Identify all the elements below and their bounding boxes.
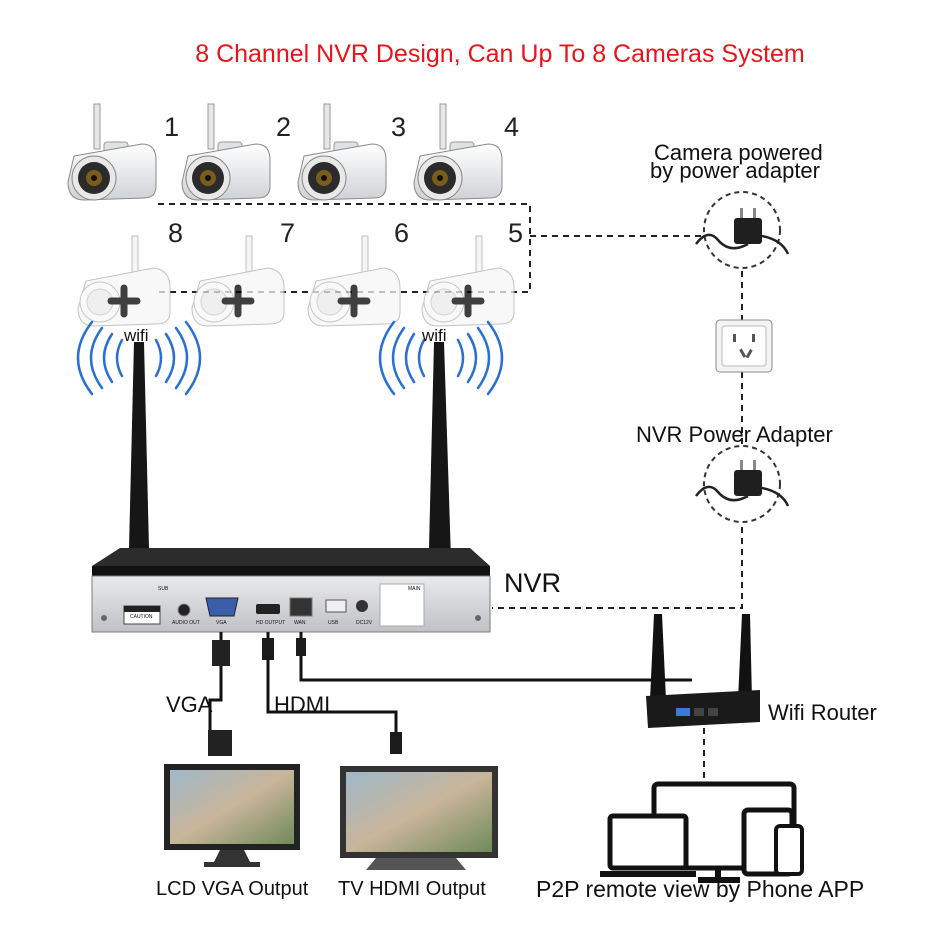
port-vga-label: VGA: [216, 620, 227, 626]
camera-2: [181, 103, 271, 201]
camera-slot-8: [78, 236, 170, 326]
tv-hdmi-output-label: TV HDMI Output: [338, 878, 486, 900]
wall-socket-icon: [715, 319, 773, 373]
camera-number-8: 8: [168, 218, 184, 248]
camera-number-5: 5: [508, 218, 524, 248]
hdmi-cable: [266, 632, 398, 740]
camera-1: [67, 103, 157, 201]
wifi-label-right: wifi: [422, 326, 447, 345]
lcd-monitor-icon: [164, 764, 300, 867]
camera-4: [413, 103, 503, 201]
wifi-router-label: Wifi Router: [768, 700, 877, 725]
nvr-device: [91, 548, 491, 633]
wifi-waves-left-icon: [76, 320, 202, 396]
lcd-vga-output-label: LCD VGA Output: [156, 878, 309, 900]
port-hd-label: HD OUTPUT: [256, 620, 286, 626]
port-audio-label: AUDIO OUT: [172, 620, 200, 626]
camera-power-label-line2: by power adapter: [650, 158, 820, 183]
camera-power-label-line1: Camera powered: [654, 140, 823, 165]
nvr-label: NVR: [504, 568, 562, 598]
hdmi-plug-top: [262, 638, 274, 660]
wifi-router-icon: [646, 614, 760, 728]
antenna-main-label: MAIN: [408, 586, 421, 592]
port-usb-label: USB: [328, 620, 339, 626]
nvr-power-adapter-label: NVR Power Adapter: [636, 422, 833, 447]
nvr-power-line: [492, 260, 743, 609]
tv-monitor-icon: [340, 766, 498, 870]
camera-slot-5: [422, 236, 514, 326]
camera-slot-6: [308, 236, 400, 326]
wifi-label-left: wifi: [124, 326, 149, 345]
camera-number-6: 6: [394, 218, 410, 248]
page-title: 8 Channel NVR Design, Can Up To 8 Camera…: [195, 40, 805, 68]
wifi-waves-right-icon: [378, 320, 504, 396]
port-dc-label: DC12V: [356, 620, 373, 626]
camera-number-1: 1: [164, 112, 180, 142]
vga-plug-bottom: [208, 730, 232, 756]
nvr-caution-label: CAUTION: [130, 614, 153, 620]
p2p-remote-label: P2P remote view by Phone APP: [536, 876, 865, 902]
network-cable: [299, 632, 692, 682]
camera-number-7: 7: [280, 218, 296, 248]
antenna-sub-label: SUB: [158, 586, 169, 592]
vga-plug-top: [212, 640, 230, 666]
camera-number-2: 2: [276, 112, 292, 142]
camera-3: [297, 103, 387, 201]
hdmi-label: HDMI: [274, 692, 331, 717]
port-wan-label: WAN: [294, 620, 306, 626]
vga-label: VGA: [166, 692, 213, 717]
camera-slot-7: [192, 236, 284, 326]
camera-number-3: 3: [391, 112, 407, 142]
camera-number-4: 4: [504, 112, 520, 142]
remote-devices-icon: [600, 781, 804, 883]
hdmi-plug-bottom: [390, 732, 402, 754]
